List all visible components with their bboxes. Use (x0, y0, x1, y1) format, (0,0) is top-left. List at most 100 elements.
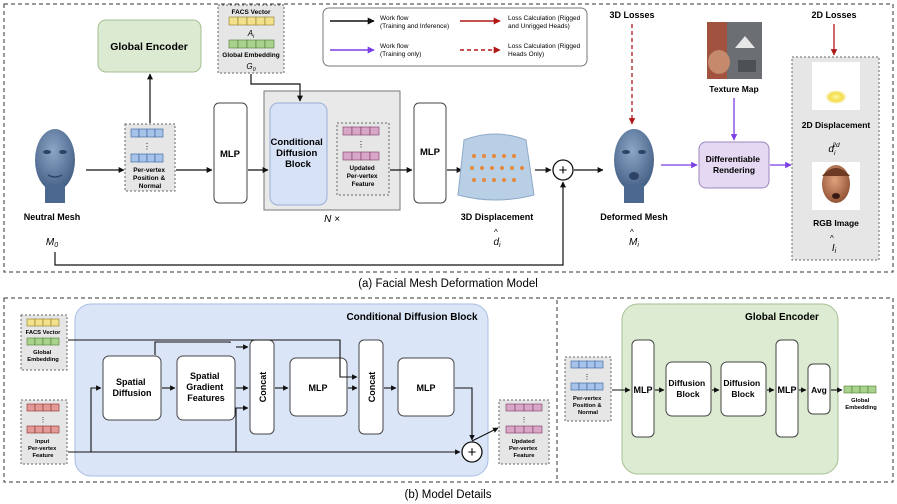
facs-embedding-panel (217, 4, 285, 74)
concat-1-label: Concat (258, 372, 268, 403)
cdb-plus-icon: + (468, 444, 477, 461)
arrow-diffusion-to-concat1 (154, 341, 231, 355)
updated-feature-label: Updated Per-vertex Feature (347, 165, 380, 188)
facs-symbol: Ai (247, 29, 255, 40)
ge-mlp-1-box (631, 339, 655, 438)
facs-vector-cells (228, 16, 275, 26)
svg-text:⋮: ⋮ (357, 140, 365, 149)
arrow-condition-to-concat2 (68, 339, 358, 380)
losses-3d-label: 3D Losses (609, 10, 654, 20)
legend-box (322, 7, 588, 67)
neutral-symbol: M0 (46, 237, 58, 249)
displacement-2d-glow (825, 90, 847, 104)
diffusion-block-2-box (720, 361, 767, 417)
texture-map-image (707, 22, 762, 79)
global-encoder-label: Global Encoder (110, 41, 188, 53)
cdb-updated-cells: ⋮ (505, 403, 543, 434)
add-node (552, 159, 574, 181)
arrow-input-to-concat1 (91, 405, 249, 453)
ge-output-cells (843, 385, 877, 394)
mlp-1-box (213, 102, 248, 204)
differentiable-rendering-label: Differentiable Rendering (706, 154, 763, 175)
diffusion-block-1-box (665, 361, 712, 417)
spatial-diffusion-box (102, 355, 162, 421)
skip-connection-arrow (54, 181, 566, 266)
per-vertex-cells: ⋮ (130, 128, 164, 163)
global-encoder-box (97, 19, 202, 73)
i-hat-caret: ^ (830, 234, 834, 243)
concat-2-box (358, 339, 384, 435)
differentiable-rendering-box (698, 141, 770, 189)
conditional-diffusion-label: Conditional Diffusion Block (271, 137, 326, 170)
legend-loss-rigged-sub: and Unrigged Heads) (508, 23, 570, 30)
cdb-global-label: Global Embedding (27, 350, 59, 363)
cdb-facs-label: FACS Vector (26, 330, 62, 336)
d2d-symbol: di2d (828, 142, 840, 157)
cdb-add-node (461, 441, 483, 463)
cdb-global-cells (26, 337, 60, 346)
cdb-mlp-2-box (397, 357, 455, 417)
avg-box (807, 363, 831, 415)
mlp-2-label: MLP (420, 147, 441, 158)
svg-text:⋮: ⋮ (40, 417, 47, 424)
displacement-2d-label: 2D Displacement (802, 120, 871, 130)
updated-feature-cells: ⋮ (342, 126, 380, 161)
spatial-diffusion-label: Spatial Diffusion (113, 377, 152, 398)
spatial-gradient-label: Spatial Gradient Features (186, 371, 226, 403)
cdb-input-label: Input Per-vertex Feature (28, 439, 58, 459)
svg-text:⋮: ⋮ (521, 417, 528, 424)
displacement-3d-image (457, 133, 535, 201)
displacement-3d-label: 3D Displacement (461, 212, 534, 222)
repeat-label: N × (324, 214, 340, 225)
losses-2d-label: 2D Losses (811, 10, 856, 20)
legend-loss-rigged-only-sub: Heads Only) (508, 51, 544, 58)
ge-output-label: Global Embedding (845, 398, 877, 411)
arrow-mlp-to-add (455, 387, 475, 441)
legend-work-flow-train-sub: (Training only) (380, 51, 421, 58)
avg-label: Avg (811, 385, 827, 395)
diffusion-block-2-label: Diffusion Block (723, 378, 762, 399)
ge-mlp-2-box (775, 339, 799, 438)
cdb-detail-container (74, 303, 489, 477)
arrow-input-to-diffusion (68, 385, 102, 453)
texture-map-label: Texture Map (709, 84, 758, 94)
cdb-input-cells: ⋮ (26, 403, 60, 434)
ge-input-cells: ⋮ (570, 360, 604, 391)
rgb-image (812, 162, 860, 210)
ge-mlp-2-label: MLP (778, 385, 797, 395)
ge-input-label: Per-vertex Position & Normal (573, 396, 603, 416)
d-hat-caret: ^ (494, 228, 498, 237)
mlp-1-label: MLP (220, 149, 241, 160)
svg-text:⋮: ⋮ (584, 374, 591, 381)
per-vertex-label: Per-vertex Position & Normal (133, 167, 167, 190)
legend-work-flow-train: Work flow (380, 43, 409, 50)
part-b-frame (3, 297, 894, 483)
diffusion-block-1-label: Diffusion Block (668, 378, 707, 399)
cdb-mlp-1-box (289, 357, 348, 417)
global-embedding-cells (228, 39, 275, 49)
cdb-mlp-1-label: MLP (309, 383, 328, 393)
rgb-image-label: RGB Image (813, 218, 859, 228)
svg-text:⋮: ⋮ (143, 142, 151, 151)
global-embedding-label: Global Embedding (222, 52, 279, 59)
part-a-frame (3, 3, 894, 273)
ge-detail-title: Global Encoder (745, 312, 819, 323)
deformed-mesh-label: Deformed Mesh (600, 212, 668, 222)
legend-loss-rigged-only: Loss Calculation (Rigged (508, 43, 581, 50)
concat-2-label: Concat (367, 372, 377, 403)
global-symbol: G0 (246, 62, 256, 73)
legend-work-flow-both-sub: (Training and Inference) (380, 23, 449, 30)
arrow-add-to-updated (471, 427, 499, 442)
cdb-facs-cells (26, 318, 60, 327)
ge-mlp-1-label: MLP (634, 385, 653, 395)
m-hat-caret: ^ (630, 228, 634, 237)
plus-icon: + (559, 162, 568, 179)
part-b-caption: (b) Model Details (405, 489, 492, 501)
arrow-embedding-to-cdb (250, 74, 303, 102)
neutral-mesh-label: Neutral Mesh (24, 212, 81, 222)
mlp-2-box (413, 102, 447, 204)
i-hat-symbol: Ii (832, 243, 837, 255)
deformed-mesh-image (614, 129, 654, 203)
cdb-detail-title: Conditional Diffusion Block (346, 312, 478, 323)
